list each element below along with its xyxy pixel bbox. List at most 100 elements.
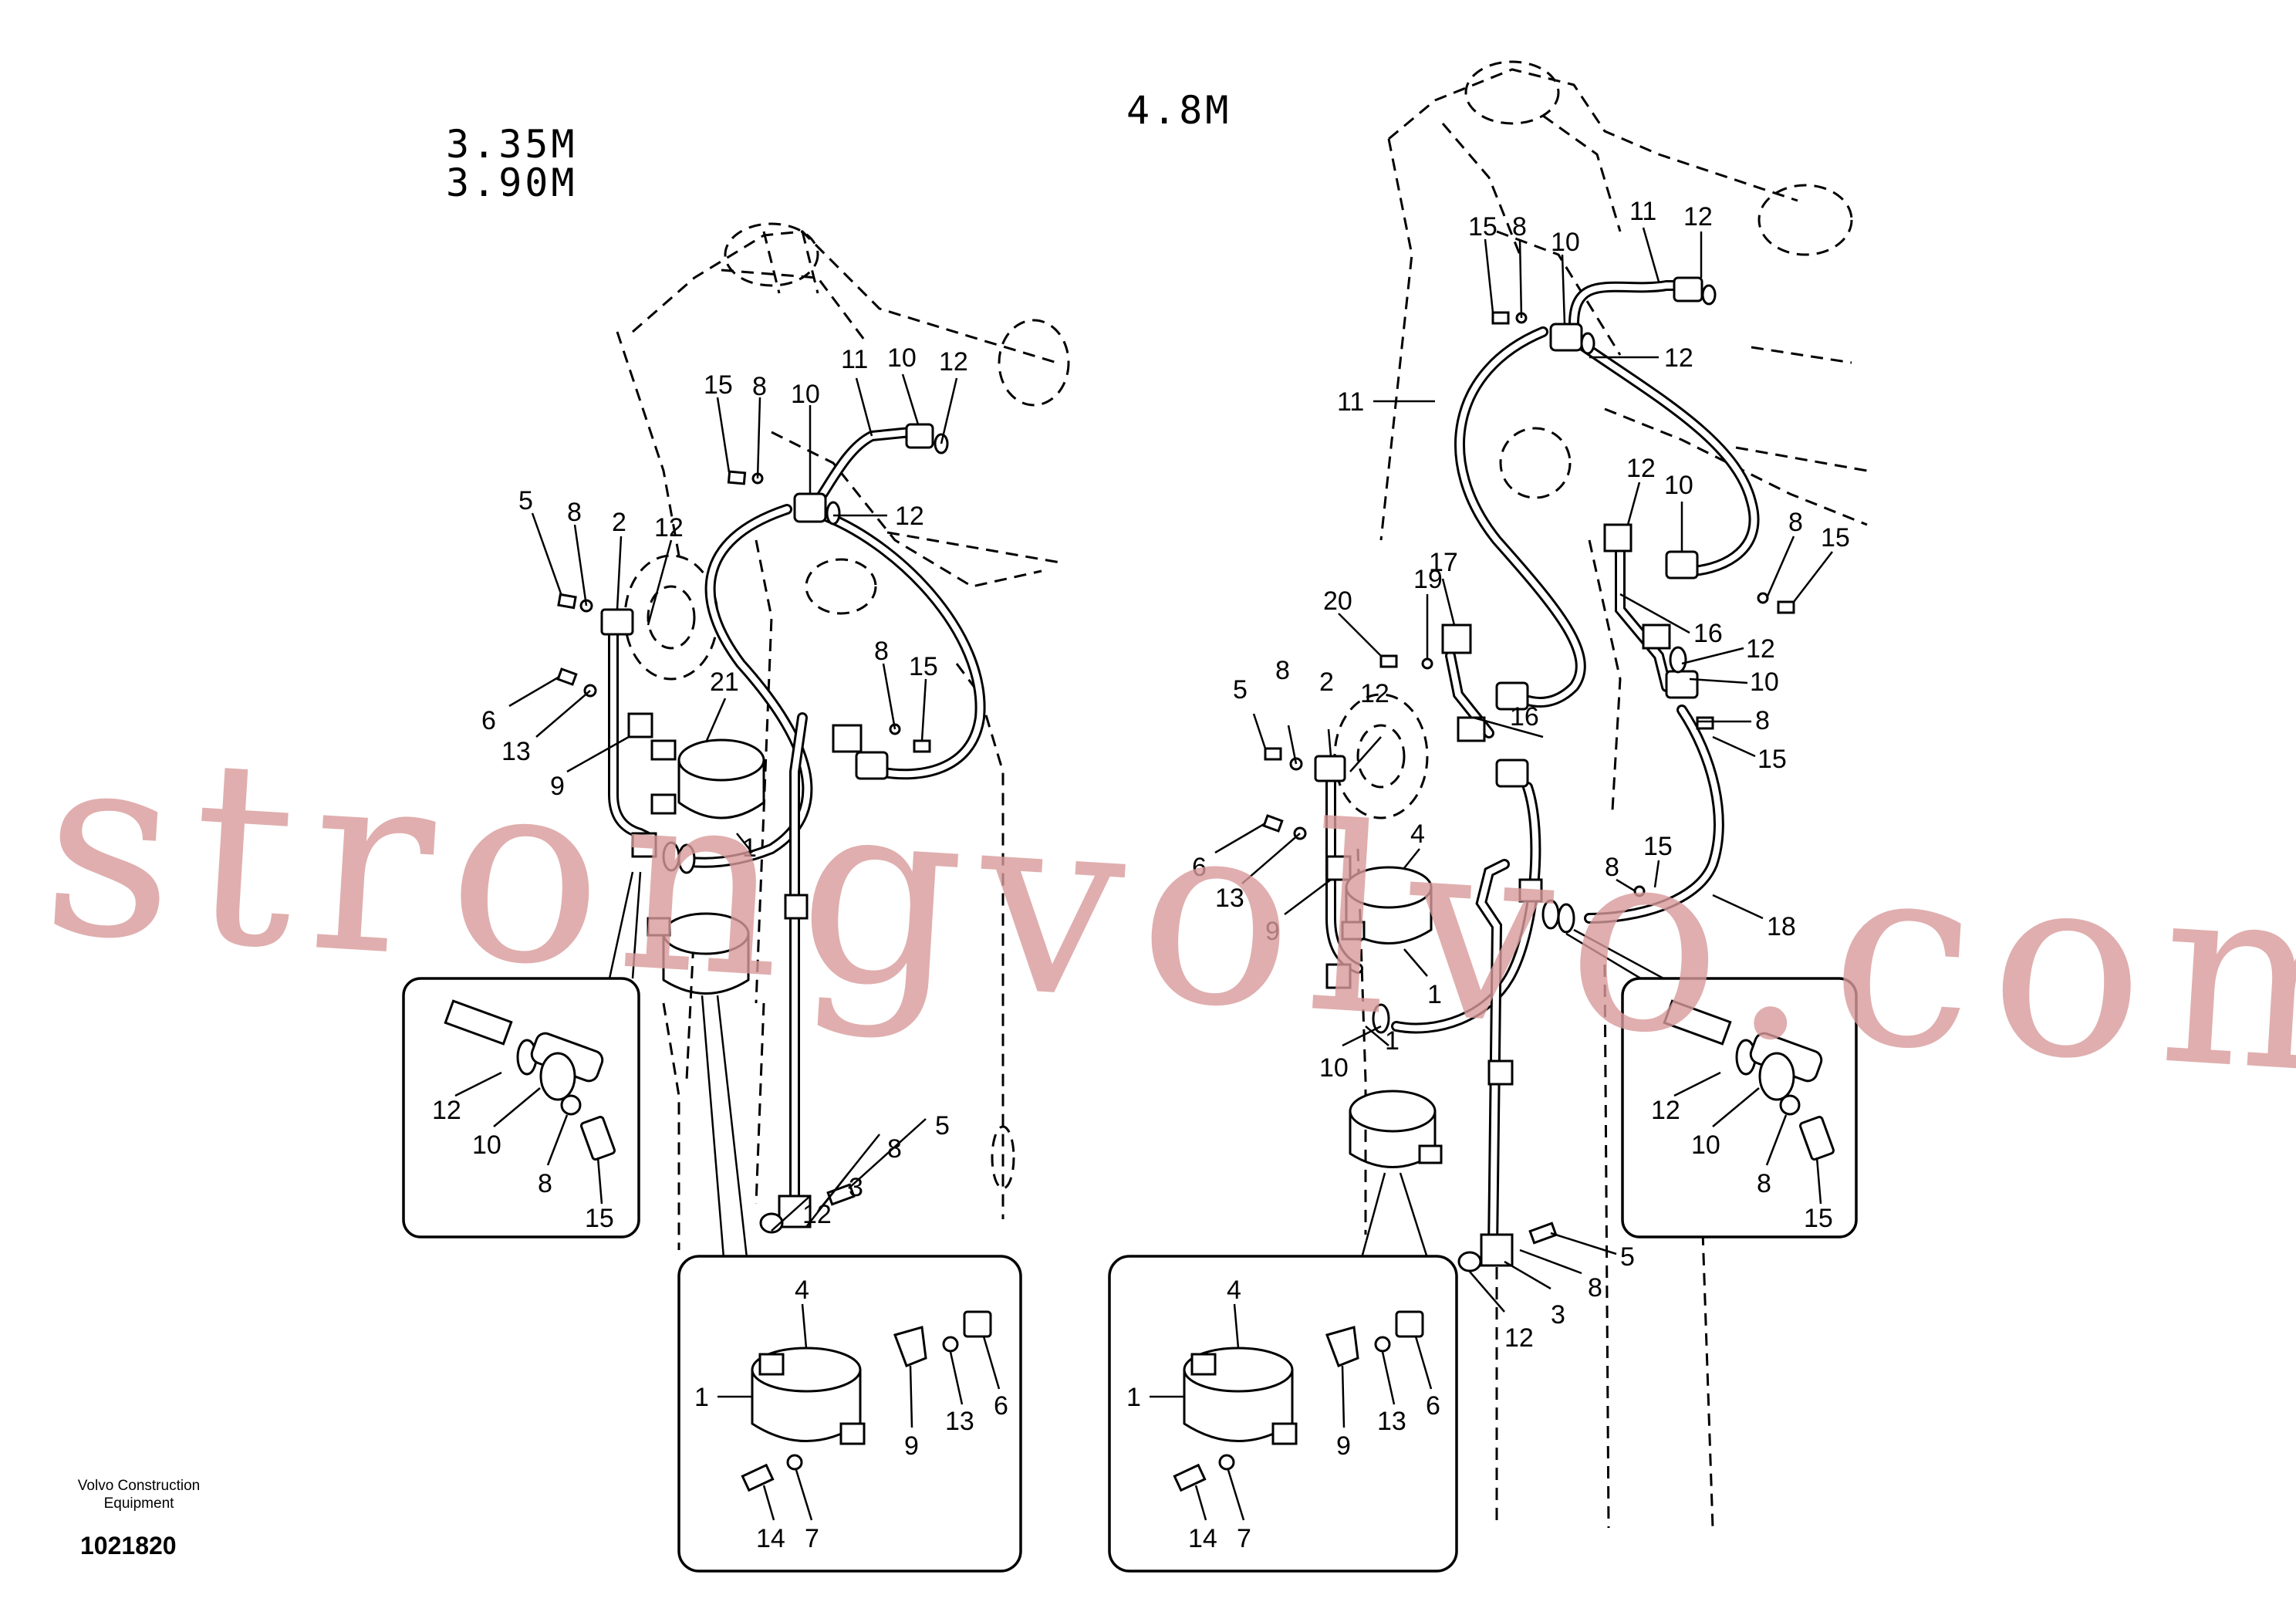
right-fitting-detail-frame [1565,928,1858,1238]
callout-left-main: 6 [481,706,496,735]
callout-left-main: 12 [939,347,968,377]
callout-right-main: 12 [1746,634,1775,664]
left-detail-callouts: 12 10 8 15 4 1 9 13 6 14 7 [432,1096,1008,1553]
callout-left-main: 2 [612,508,626,537]
callout-right-main: 15 [1757,745,1787,774]
callout-right-main: 8 [1788,508,1803,537]
callout-right-detail-fitting: 12 [1651,1096,1680,1125]
callout-left-main: 11 [841,345,868,374]
callout-right-main: 12 [1626,454,1656,483]
callout-right-detail-fitting: 8 [1757,1169,1771,1198]
callout-right-main: 19 [1413,565,1443,594]
callout-left-main: 8 [567,498,582,527]
left-main-callouts: 15 8 10 11 10 12 12 5 8 2 12 6 13 9 21 1… [481,343,968,1229]
callout-right-main: 12 [1360,679,1389,708]
variant-label-right: 4.8M [1126,88,1232,133]
callout-right-detail-clamp: 6 [1426,1391,1440,1421]
variant-label-left-1: 3.35M [446,122,578,167]
callout-right-main: 5 [1233,675,1248,705]
callout-right-detail-clamp: 4 [1227,1276,1241,1305]
callout-right-main: 16 [1693,619,1723,648]
right-hoses [1391,280,1760,1034]
callout-left-detail-clamp: 7 [805,1524,819,1553]
callout-right-main: 11 [1337,387,1364,417]
callout-left-main: 8 [874,637,889,666]
callout-right-main: 8 [1512,212,1527,242]
callout-right-main: 8 [1588,1273,1602,1303]
callout-left-main: 13 [501,737,531,766]
callout-right-main: 6 [1192,853,1207,882]
callout-right-main: 18 [1767,912,1796,941]
callout-left-main: 12 [895,502,924,531]
callout-right-main: 11 [1629,197,1656,226]
callout-left-detail-fitting: 8 [538,1169,552,1198]
callout-right-detail-clamp: 14 [1188,1524,1217,1553]
callout-right-main: 17 [1429,548,1458,577]
callout-right-detail-clamp: 1 [1126,1383,1141,1412]
callout-left-main: 5 [518,486,533,515]
callout-right-detail-fitting: 15 [1804,1204,1833,1233]
callout-right-main: 13 [1215,884,1244,913]
callout-right-detail-clamp: 7 [1237,1524,1251,1553]
callout-left-main: 3 [849,1173,863,1202]
callout-right-main: 5 [1620,1242,1635,1272]
leader-lines [454,227,1833,1521]
callout-left-main: 9 [550,772,565,801]
callout-left-main: 15 [704,370,733,400]
right-clamp-detail-frame [1108,1172,1458,1573]
right-steel-tubes [1325,535,1672,1255]
left-fitting-detail-frame [402,871,642,1238]
callout-left-detail-clamp: 4 [795,1276,809,1305]
callout-left-main: 5 [935,1111,950,1140]
callout-left-detail-fitting: 10 [472,1130,501,1160]
callout-left-main: 15 [909,652,938,681]
right-fittings [1262,276,1795,1272]
callout-right-main: 15 [1821,523,1850,552]
callout-right-detail-clamp: 9 [1336,1431,1351,1461]
callout-left-main: 12 [802,1200,832,1229]
callout-left-detail-fitting: 15 [585,1204,614,1233]
callout-right-main: 8 [1275,656,1290,685]
callout-left-detail-clamp: 14 [756,1524,785,1553]
left-boom-outline [616,222,1070,1250]
callout-right-main: 12 [1683,202,1713,231]
callout-right-main: 9 [1265,917,1280,946]
callout-right-main: 2 [1319,667,1334,697]
callout-left-main: 12 [654,513,684,542]
callout-left-main: 8 [887,1134,902,1164]
callout-left-main: 10 [887,343,917,373]
callout-left-detail-clamp: 1 [694,1383,709,1412]
callout-right-main: 16 [1510,702,1539,732]
callout-left-detail-fitting: 12 [432,1096,461,1125]
callout-right-main: 12 [1504,1323,1534,1353]
callout-left-main: 21 [710,667,739,697]
right-detail-callouts: 12 10 8 15 4 1 9 13 6 14 7 [1126,1096,1833,1553]
callout-right-main: 20 [1323,586,1352,616]
callout-right-main: 8 [1605,853,1619,882]
left-hoses [674,427,986,868]
callout-right-main: 15 [1643,832,1673,861]
callout-right-main: 10 [1664,471,1693,500]
callout-left-detail-clamp: 6 [994,1391,1008,1421]
callout-right-main: 4 [1410,819,1425,849]
callout-left-main: 8 [752,372,767,401]
callout-left-detail-clamp: 9 [904,1431,919,1461]
callout-left-main: 10 [791,380,820,409]
callout-right-main: 10 [1319,1053,1349,1083]
callout-right-main: 1 [1385,1026,1400,1056]
document-number: 1021820 [80,1532,177,1559]
callout-right-main: 15 [1468,212,1497,242]
publisher-line-2: Equipment [103,1495,174,1512]
callout-right-detail-clamp: 13 [1377,1407,1406,1436]
left-clamp-detail-frame [677,995,1022,1573]
right-main-callouts: 15 8 10 11 12 12 11 12 10 8 15 20 19 17 … [1192,197,1850,1353]
callout-right-main: 12 [1664,343,1693,373]
publisher-line-1: Volvo Construction [77,1478,201,1494]
callout-left-main: 1 [742,833,757,863]
variant-label-left-2: 3.90M [446,161,578,205]
callout-right-main: 8 [1755,706,1770,735]
callout-right-main: 10 [1750,667,1779,697]
callout-left-detail-clamp: 13 [945,1407,974,1436]
